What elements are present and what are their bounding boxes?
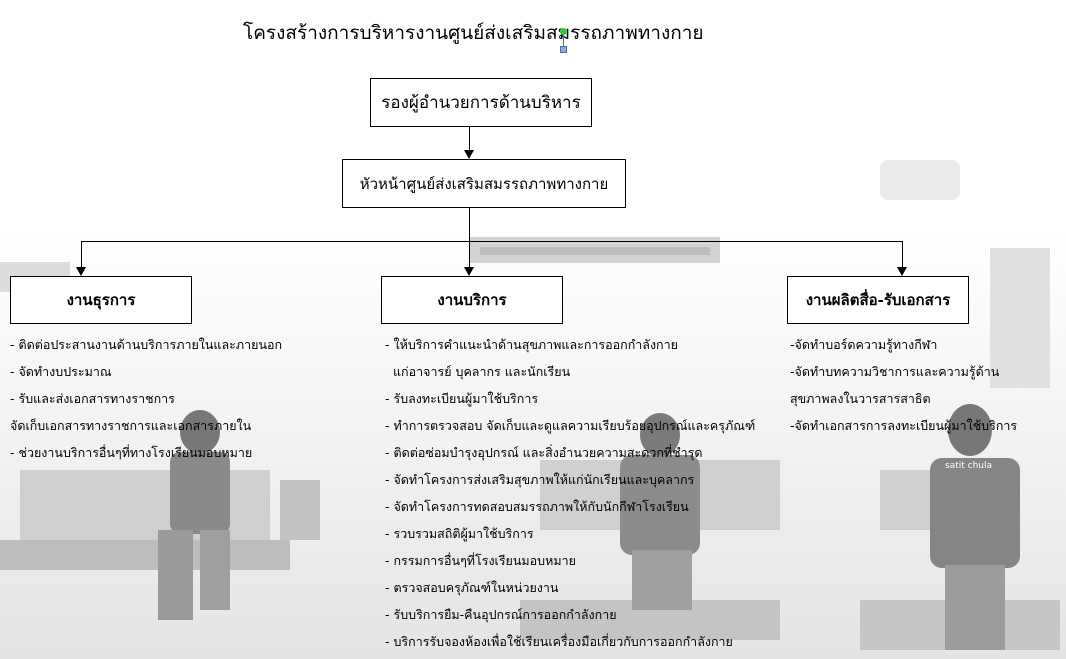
list-item: - รวบรวมสถิติผู้มาใช้บริการ — [385, 526, 534, 541]
arrow-to-admin — [76, 267, 86, 276]
chart-title: โครงสร้างการบริหารงานศูนย์ส่งเสริมสมรรถภ… — [243, 22, 704, 44]
connector-deputy-head — [469, 127, 470, 151]
arrow-to-service — [464, 267, 474, 276]
list-item: - กรรมการอื่นๆที่โรงเรียนมอบหมาย — [385, 553, 576, 568]
arrow-to-media — [897, 267, 907, 276]
connector-head-down — [469, 208, 470, 268]
admin-task-list: - ติดต่อประสานงานด้านบริการภายในและภายนอ… — [10, 335, 282, 470]
list-item: -จัดทำเอกสารการลงทะเบียนผู้มาใช้บริการ — [790, 418, 1018, 433]
list-item: - รับและส่งเอกสารทางราชการ — [10, 391, 175, 406]
service-task-list: - ให้บริการคำแนะนำด้านสุขภาพและการออกกำล… — [385, 335, 755, 659]
list-item: - บริการรับจองห้องเพื่อใช้เรียนเครื่องมื… — [385, 634, 733, 649]
list-item: - ติดต่อประสานงานด้านบริการภายในและภายนอ… — [10, 337, 283, 352]
list-item: -จัดทำบทความวิชาการและความรู้ด้าน — [790, 364, 1000, 379]
rotate-handle[interactable] — [560, 28, 567, 35]
list-item: - ตรวจสอบครุภัณฑ์ในหน่วยงาน — [385, 580, 559, 595]
list-item: - ทำการตรวจสอบ จัดเก็บและดูแลความเรียบร้… — [385, 418, 756, 433]
list-item: - ติดต่อซ่อมบำรุงอุปกรณ์ และสิ่งอำนวยควา… — [385, 445, 703, 460]
center-head-box[interactable]: หัวหน้าศูนย์ส่งเสริมสมรรถภาพทางกาย — [342, 159, 626, 208]
list-item: - รับบริการยืม-คืนอุปกรณ์การออกกำลังกาย — [385, 607, 617, 622]
list-item: - รับลงทะเบียนผู้มาใช้บริการ — [385, 391, 539, 406]
deputy-director-box[interactable]: รองผู้อำนวยการด้านบริหาร — [370, 78, 592, 127]
shirt-text: satit chula — [945, 461, 992, 471]
admin-dept-box[interactable]: งานธุรการ — [10, 276, 192, 324]
arrow-to-head — [464, 150, 474, 159]
connector-left-drop — [81, 241, 82, 268]
resize-handle[interactable] — [560, 46, 567, 53]
selection-stem — [563, 35, 564, 47]
list-item: สุขภาพลงในวารสารสาธิต — [790, 391, 931, 406]
list-item: - จัดทำโครงการทดสอบสมรรถภาพให้กับนักกีฬา… — [385, 499, 689, 514]
list-item: - ช่วยงานบริการอื่นๆที่ทางโรงเรียนมอบหมา… — [10, 445, 253, 460]
connector-right-drop — [902, 241, 903, 268]
connector-horizontal — [81, 241, 903, 242]
service-dept-box[interactable]: งานบริการ — [381, 276, 563, 324]
list-item: - จัดทำโครงการส่งเสริมสุขภาพให้แก่นักเรี… — [385, 472, 695, 487]
list-item: -จัดทำบอร์ดความรู้ทางกีฬา — [790, 337, 938, 352]
list-item: - จัดทำงบประมาณ — [10, 364, 112, 379]
media-dept-box[interactable]: งานผลิตสื่อ-รับเอกสาร — [787, 276, 969, 324]
list-item: จัดเก็บเอกสารทางราชการและเอกสารภายใน — [10, 418, 252, 433]
list-item: แก่อาจารย์ บุคลากร และนักเรียน — [393, 364, 571, 379]
media-task-list: -จัดทำบอร์ดความรู้ทางกีฬา -จัดทำบทความวิ… — [790, 335, 1017, 443]
list-item: - ให้บริการคำแนะนำด้านสุขภาพและการออกกำล… — [385, 337, 678, 352]
